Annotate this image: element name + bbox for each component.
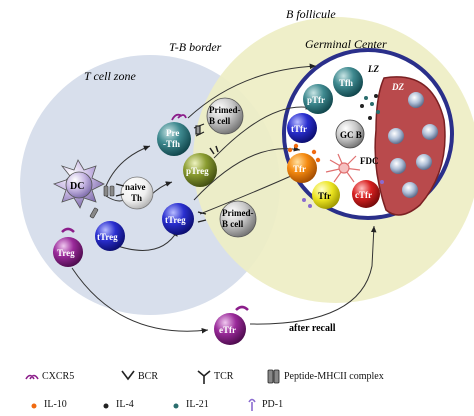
pre-tfh-cxcr5 (171, 113, 187, 121)
arrows (71, 63, 377, 334)
legend-symbols (25, 369, 280, 411)
gc-b-label: GC B (340, 130, 362, 140)
primed-b-lower-cell: Primed- B cell (219, 200, 257, 238)
naive-th-cell: naive Th (120, 176, 154, 210)
legend-mhc-icon (267, 369, 274, 384)
ttreg-lower-label: tTreg (97, 232, 118, 242)
gc-b-cell: GC B (335, 119, 365, 149)
tfr-yellow-cell: Tfr (312, 181, 340, 209)
fdc-label: FDC (360, 156, 379, 166)
dc-cell: DC (52, 159, 105, 209)
ttreg-mid-cell: tTreg (162, 203, 194, 235)
dc-mhc-complexes (89, 185, 115, 219)
ptreg-label: pTreg (186, 166, 209, 176)
etfr-label: eTfr (219, 325, 236, 335)
ctfr-label: cTfr (355, 190, 372, 200)
legend-tcr-icon (197, 370, 211, 384)
etfr-cxcr5 (235, 305, 249, 311)
tfr-yellow-label: Tfr (318, 191, 331, 201)
ttfr-cell: tTfr (287, 113, 317, 143)
tfh-cell: Tfh (333, 67, 363, 97)
legend-il4-icon (103, 403, 109, 409)
tb-border-label: T-B border (169, 40, 222, 54)
treg-label: Treg (57, 248, 75, 258)
ptfr-label: pTfr (307, 95, 325, 105)
b-follicle-label: B follicule (286, 7, 336, 21)
ptreg-tcr (209, 145, 219, 155)
legend-bcr-icon (121, 370, 135, 381)
dark-zone (374, 76, 446, 216)
ttreg-mid-tcr (197, 211, 207, 223)
legend-pd1-icon (248, 398, 256, 411)
primed-b-upper-label-2: B cell (209, 116, 231, 126)
primed-b-upper-label-1: Primed- (209, 105, 241, 115)
pre-tfh-label-2: -Tfh (163, 139, 180, 149)
legend-cxcr5-icon (25, 374, 39, 380)
treg-cxcr5 (61, 227, 75, 233)
etfr-cell: eTfr (214, 313, 246, 345)
ptreg-cell: pTreg (183, 153, 217, 187)
naive-th-tcr (115, 183, 125, 197)
ttreg-mid-label: tTreg (165, 215, 186, 225)
dc-label: DC (70, 181, 84, 192)
ttreg-lower-cell: tTreg (95, 221, 125, 251)
primed-b-lower-label-2: B cell (222, 219, 244, 229)
cytokines-gc (287, 94, 384, 208)
primed-b-upper-bcr (193, 123, 205, 137)
naive-th-label-2: Th (131, 193, 142, 203)
ptfr-cell: pTfr (303, 84, 333, 114)
pre-tfh-label-1: Pre (166, 128, 179, 138)
treg-cell: Treg (53, 237, 83, 267)
germinal-center-label: Germinal Center (305, 37, 387, 51)
ttfr-label: tTfr (291, 124, 307, 134)
after-recall-label: after recall (289, 323, 336, 334)
legend-il10-icon (31, 403, 37, 409)
dz-b-cells (388, 92, 438, 198)
t-cell-zone-label: T cell zone (84, 69, 136, 83)
primed-b-lower-label-1: Primed- (222, 208, 254, 218)
tfr-orange-label: Tfr (293, 164, 306, 174)
dz-label: DZ (391, 82, 404, 92)
naive-th-label-1: naive (125, 182, 146, 192)
ctfr-cell: cTfr (352, 180, 380, 208)
tfh-label: Tfh (339, 78, 353, 88)
primed-b-upper-cell: Primed- B cell (206, 97, 244, 135)
fdc-cell (325, 153, 361, 183)
legend-il21-icon (173, 403, 179, 409)
pre-tfh-cell: Pre -Tfh (157, 122, 191, 156)
lz-label: LZ (367, 64, 379, 74)
tfr-orange-cell: Tfr (287, 153, 317, 183)
